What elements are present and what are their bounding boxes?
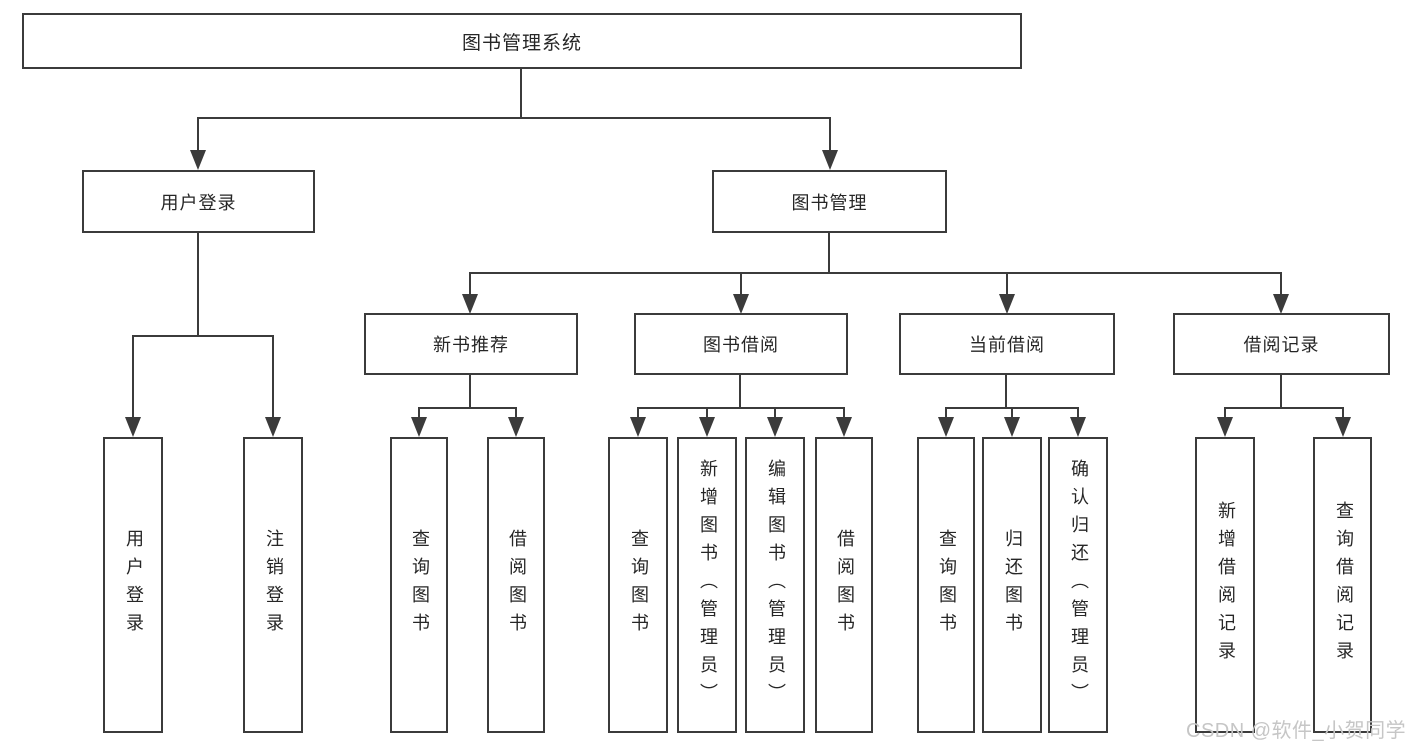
node-current-borrow: 当前借阅 bbox=[899, 313, 1115, 375]
node-book-borrow: 图书借阅 bbox=[634, 313, 848, 375]
arrow-down-icon bbox=[630, 417, 646, 437]
connector-line bbox=[1280, 272, 1282, 296]
arrow-down-icon bbox=[1004, 417, 1020, 437]
connector-line bbox=[1224, 407, 1226, 419]
leaf-current-query: 查询图书 bbox=[917, 437, 975, 733]
node-new-books: 新书推荐 bbox=[364, 313, 578, 375]
arrow-down-icon bbox=[1217, 417, 1233, 437]
leaf-records-query: 查询借阅记录 bbox=[1313, 437, 1372, 733]
connector-line bbox=[469, 272, 1282, 274]
connector-line bbox=[1224, 407, 1344, 409]
connector-line bbox=[132, 335, 274, 337]
connector-line bbox=[132, 335, 134, 419]
connector-line bbox=[418, 407, 420, 419]
node-borrow-records: 借阅记录 bbox=[1173, 313, 1390, 375]
leaf-borrow-book: 借阅图书 bbox=[815, 437, 873, 733]
connector-line bbox=[418, 407, 517, 409]
connector-line bbox=[637, 407, 845, 409]
leaf-borrow-query: 查询图书 bbox=[608, 437, 668, 733]
connector-line bbox=[272, 335, 274, 419]
leaf-current-confirm-admin: 确认归还（管理员） bbox=[1048, 437, 1108, 733]
arrow-down-icon bbox=[1335, 417, 1351, 437]
arrow-down-icon bbox=[411, 417, 427, 437]
connector-line bbox=[197, 233, 199, 337]
connector-line bbox=[774, 407, 776, 419]
connector-line bbox=[829, 117, 831, 153]
leaf-new-books-borrow: 借阅图书 bbox=[487, 437, 545, 733]
arrow-down-icon bbox=[733, 294, 749, 314]
connector-line bbox=[828, 233, 830, 274]
arrow-down-icon bbox=[462, 294, 478, 314]
connector-line bbox=[1006, 272, 1008, 296]
arrow-down-icon bbox=[1070, 417, 1086, 437]
arrow-down-icon bbox=[822, 150, 838, 170]
leaf-current-return: 归还图书 bbox=[982, 437, 1042, 733]
arrow-down-icon bbox=[699, 417, 715, 437]
arrow-down-icon bbox=[938, 417, 954, 437]
connector-line bbox=[945, 407, 947, 419]
node-root: 图书管理系统 bbox=[22, 13, 1022, 69]
leaf-records-add: 新增借阅记录 bbox=[1195, 437, 1255, 733]
connector-line bbox=[1280, 375, 1282, 409]
connector-line bbox=[197, 117, 831, 119]
arrow-down-icon bbox=[190, 150, 206, 170]
node-user-login: 用户登录 bbox=[82, 170, 315, 233]
leaf-user-login: 用户登录 bbox=[103, 437, 163, 733]
arrow-down-icon bbox=[508, 417, 524, 437]
arrow-down-icon bbox=[836, 417, 852, 437]
arrow-down-icon bbox=[265, 417, 281, 437]
arrow-down-icon bbox=[767, 417, 783, 437]
connector-line bbox=[469, 272, 471, 296]
connector-line bbox=[706, 407, 708, 419]
connector-line bbox=[197, 117, 199, 153]
connector-line bbox=[469, 375, 471, 409]
connector-line bbox=[1077, 407, 1079, 419]
connector-line bbox=[1011, 407, 1013, 419]
arrow-down-icon bbox=[1273, 294, 1289, 314]
leaf-borrow-add-admin: 新增图书（管理员） bbox=[677, 437, 737, 733]
connector-line bbox=[739, 375, 741, 409]
leaf-borrow-edit-admin: 编辑图书（管理员） bbox=[745, 437, 805, 733]
connector-line bbox=[740, 272, 742, 296]
arrow-down-icon bbox=[999, 294, 1015, 314]
connector-line bbox=[515, 407, 517, 419]
connector-line bbox=[1342, 407, 1344, 419]
watermark-text: CSDN @软件_小贺同学 bbox=[1186, 720, 1405, 742]
node-book-mgmt: 图书管理 bbox=[712, 170, 947, 233]
connector-line bbox=[637, 407, 639, 419]
leaf-new-books-query: 查询图书 bbox=[390, 437, 448, 733]
connector-line bbox=[1005, 375, 1007, 409]
connector-line bbox=[843, 407, 845, 419]
leaf-logout: 注销登录 bbox=[243, 437, 303, 733]
connector-line bbox=[520, 69, 522, 119]
arrow-down-icon bbox=[125, 417, 141, 437]
